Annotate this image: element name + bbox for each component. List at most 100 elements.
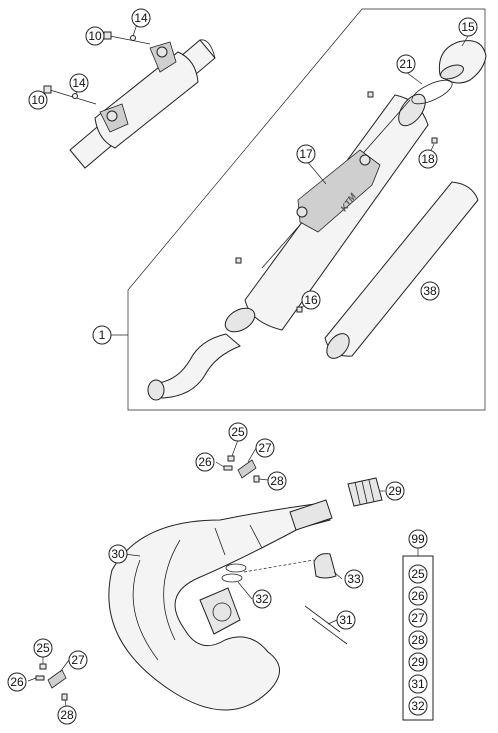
inlet-pipe [151,333,241,399]
callout-30: 30 [108,544,128,564]
bolt-25a-icon [227,455,235,462]
bracket-27a [237,459,257,479]
o-ring-32a [221,573,243,583]
silencer-body-detail [94,51,199,149]
svg-text:27: 27 [71,653,85,667]
bolt-10b-icon [43,85,52,94]
svg-text:31: 31 [411,677,425,691]
callout-16: 16 [301,290,321,310]
svg-text:14: 14 [134,11,148,25]
bracket-bolt-upper [156,46,168,58]
kit-item-31: 31 [408,674,428,694]
svg-text:38: 38 [423,284,437,298]
callout-28a: 28 [267,471,287,491]
inlet-pipe-end [147,379,165,401]
svg-text:28: 28 [60,708,74,722]
screw-icon [235,257,242,264]
bolt-25b-icon [39,663,47,670]
svg-text:27: 27 [258,441,272,455]
svg-text:33: 33 [347,572,361,586]
callout-14b: 14 [69,73,89,93]
nut-28b-icon [61,693,68,701]
bracket-bolt-lower [106,110,118,122]
svg-text:10: 10 [88,29,102,43]
svg-text:31: 31 [339,613,353,627]
silencer-bracket [297,149,381,233]
callout-32: 32 [252,589,272,609]
callout-26a: 26 [195,452,215,472]
bolt-26a-icon [223,465,233,471]
rivet-18-icon [431,137,438,144]
kit-item-32: 32 [408,696,428,716]
o-ring-32b [225,563,247,573]
end-cap-flange [440,64,464,80]
spring-31b [311,617,348,645]
bolt-26b-icon [35,675,45,681]
rivet-icon [367,91,374,98]
svg-text:32: 32 [255,592,269,606]
svg-text:25: 25 [231,425,245,439]
callout-10a: 10 [85,26,105,46]
svg-text:10: 10 [31,93,45,107]
callout-17: 17 [296,144,316,164]
svg-text:25: 25 [36,641,50,655]
svg-text:18: 18 [421,152,435,166]
svg-text:26: 26 [10,675,24,689]
svg-text:25: 25 [411,567,425,581]
callout-29: 29 [385,481,405,501]
kit-item-29: 29 [408,652,428,672]
callout-28b: 28 [57,705,77,725]
svg-text:29: 29 [388,484,402,498]
flange-adaptor-33 [313,553,337,579]
callout-21: 21 [396,54,416,74]
packing-end [326,333,350,359]
kit-item-28: 28 [408,630,428,650]
kit-item-25: 25 [408,564,428,584]
silencer-bracket-bolt-lower [296,206,308,218]
bracket-27b [47,669,67,689]
screw-16-icon [296,306,303,313]
svg-text:26: 26 [411,589,425,603]
outlet-stinger [289,499,333,531]
callout-18: 18 [418,149,438,169]
nut-28a-icon [253,475,260,483]
exhaust-pipe-30 [108,502,331,711]
kit-item-27: 27 [408,608,428,628]
kit-header-callout: 99 [408,529,428,549]
svg-text:1: 1 [99,328,106,342]
svg-text:15: 15 [461,20,475,34]
callout-25b: 25 [33,638,53,658]
svg-text:14: 14 [72,76,86,90]
callout-25a: 25 [228,422,248,442]
svg-text:99: 99 [411,532,425,546]
svg-text:27: 27 [411,611,425,625]
svg-text:32: 32 [411,699,425,713]
mount-detail-group [43,31,216,169]
bolt-10a-icon [103,31,112,40]
silencer-bracket-bolt-upper [359,154,371,166]
rubber-sleeve-29 [347,477,383,507]
washer-14a-icon [130,35,136,41]
svg-text:28: 28 [411,633,425,647]
callout-14a: 14 [131,8,151,28]
header-inlet-flange [199,587,241,635]
svg-text:17: 17 [299,147,313,161]
callout-31: 31 [336,610,356,630]
kit-item-26: 26 [408,586,428,606]
callout-10b: 10 [28,90,48,110]
callout-33: 33 [344,569,364,589]
svg-text:29: 29 [411,655,425,669]
exhaust-pipe-group [35,455,383,711]
silencer-end-cap [398,93,426,127]
silencer-assembly: KTM [147,40,487,401]
svg-text:21: 21 [399,57,413,71]
kit-list: 99 25 26 27 28 29 31 32 [402,529,434,721]
callout-38: 38 [420,281,440,301]
callout-27a: 27 [255,438,275,458]
svg-text:16: 16 [304,293,318,307]
callout-26b: 26 [7,672,27,692]
callout-1: 1 [92,325,112,345]
callout-27b: 27 [68,650,88,670]
